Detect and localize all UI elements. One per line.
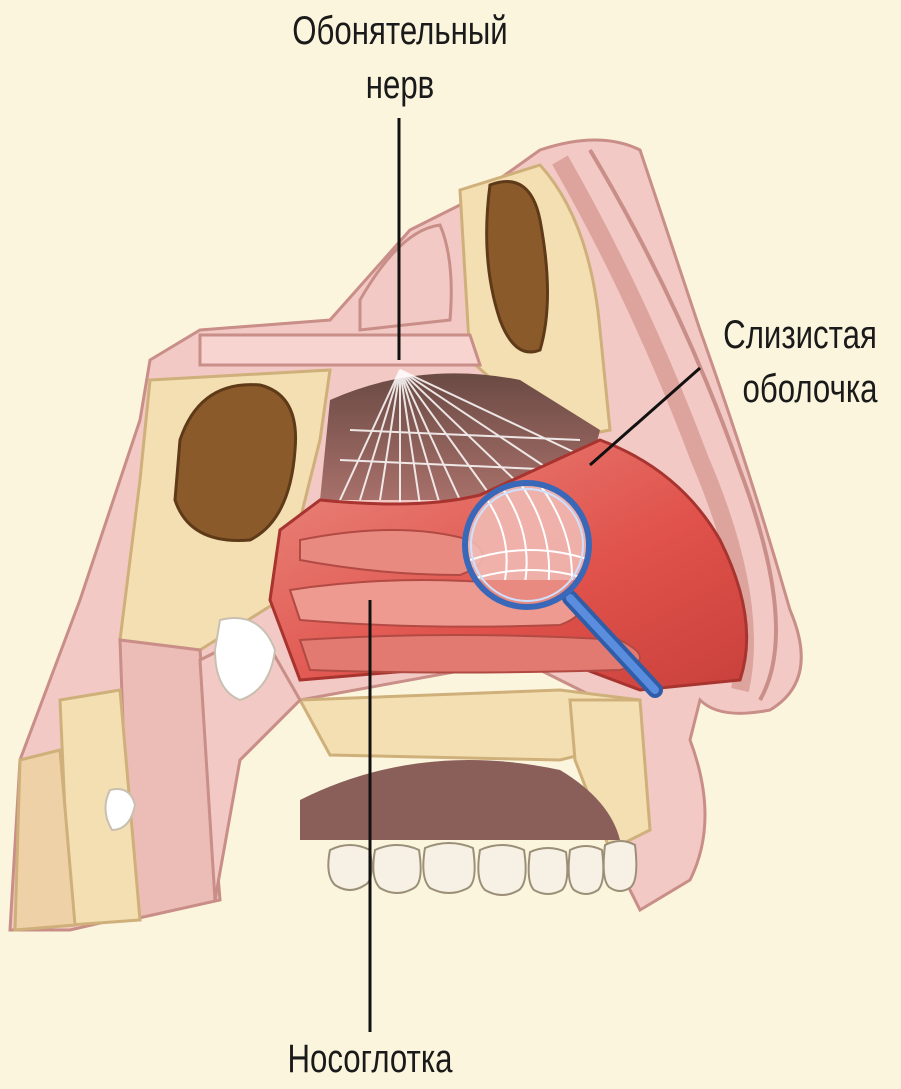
mucosa-label: Слизистая	[714, 312, 886, 358]
nasopharynx-label: Носоглотка	[253, 1036, 487, 1082]
mucosa-label-line2: оболочка	[724, 366, 896, 412]
teeth	[328, 841, 636, 895]
olfactory-nerve-label-line2: нерв	[267, 62, 532, 108]
olfactory-nerve-label: Обонятельный	[267, 8, 532, 54]
crista-galli	[360, 225, 451, 330]
oral-cavity	[300, 760, 620, 840]
lower-concha	[300, 635, 640, 673]
cribriform-plate	[200, 335, 480, 365]
